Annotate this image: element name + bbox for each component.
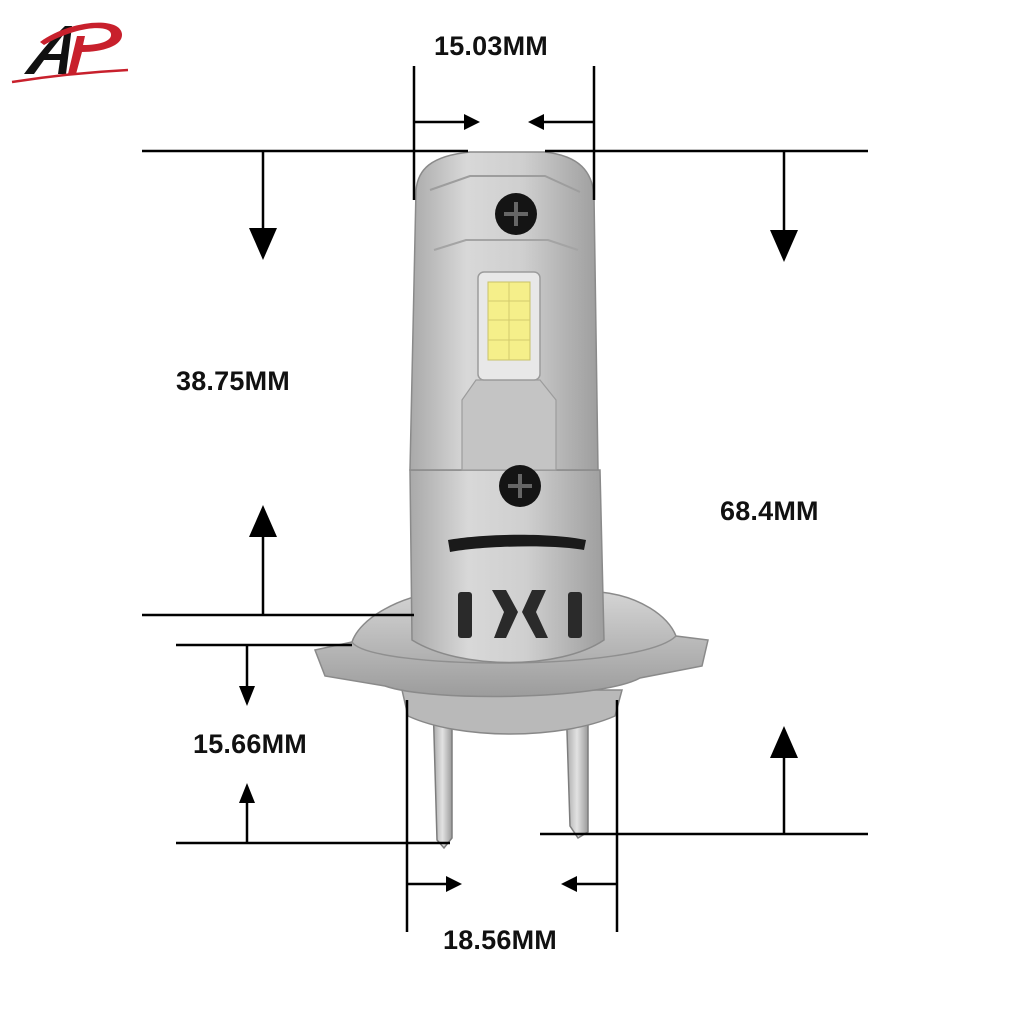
arrow-heads bbox=[239, 114, 798, 892]
base-height-label: 15.66MM bbox=[193, 729, 307, 759]
top-width-label: 15.03MM bbox=[434, 31, 548, 61]
arrow-up-icon bbox=[239, 783, 255, 803]
led-bulb-image bbox=[313, 151, 709, 850]
vent-slot bbox=[448, 534, 586, 552]
arrow-right-icon bbox=[464, 114, 480, 130]
arrow-down-icon bbox=[239, 686, 255, 706]
arrow-up-icon bbox=[249, 505, 277, 537]
arrow-left-icon bbox=[528, 114, 544, 130]
arrow-up-icon bbox=[770, 726, 798, 758]
arrow-down-icon bbox=[249, 228, 277, 260]
arrow-left-icon bbox=[561, 876, 577, 892]
arrow-down-icon bbox=[770, 230, 798, 262]
bottom-screw bbox=[499, 465, 541, 507]
top-screw bbox=[495, 193, 537, 235]
cooling-fins bbox=[458, 590, 582, 638]
base-width-label: 18.56MM bbox=[443, 925, 557, 955]
upper-height-label: 38.75MM bbox=[176, 366, 290, 396]
dimension-lines bbox=[142, 66, 868, 932]
base-collar bbox=[401, 689, 623, 735]
brand-logo bbox=[11, 22, 129, 84]
total-height-label: 68.4MM bbox=[720, 496, 819, 526]
arrow-right-icon bbox=[446, 876, 462, 892]
